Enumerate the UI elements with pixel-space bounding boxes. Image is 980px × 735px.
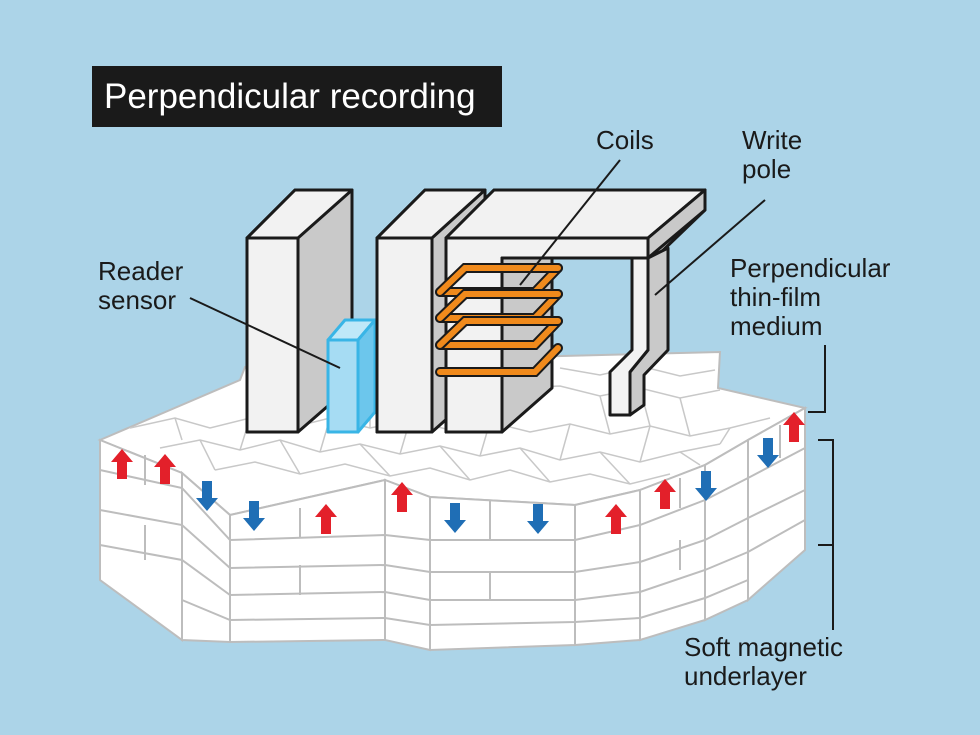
down-arrow [196,481,218,511]
up-arrow [154,454,176,484]
up-arrow [111,449,133,479]
label-reader-sensor-line-2: sensor [98,285,177,315]
write-pole-leader [654,199,766,296]
label-underlayer-line-1: Soft magnetic [684,632,843,662]
label-coils-line-1: Coils [596,125,654,155]
label-medium-line-2: thin-film [730,282,822,312]
up-arrow [605,504,627,534]
head-assembly [245,188,707,434]
label-medium: Perpendicular thin-film medium [730,254,890,341]
label-reader-sensor: Reader sensor [98,257,183,315]
medium-bracket [808,345,826,413]
up-arrow [783,412,805,442]
label-coils: Coils [596,126,654,155]
up-arrow [654,479,676,509]
up-arrow [391,482,413,512]
down-arrow [444,503,466,533]
up-arrow [315,504,337,534]
down-arrow [695,471,717,501]
down-arrow [243,501,265,531]
left-shield [245,188,354,434]
down-arrow [527,504,549,534]
coils [435,263,563,377]
label-write-pole-line-1: Write [742,125,803,155]
coils-leader [519,159,621,286]
diagram-title: Perpendicular recording [92,66,502,127]
label-reader-sensor-line-1: Reader [98,256,184,286]
label-underlayer: Soft magnetic underlayer [684,633,843,691]
label-medium-line-3: medium [730,311,823,341]
label-write-pole: Write pole [742,126,802,184]
reader-sensor-leader [189,297,341,369]
underlayer-bracket [818,439,834,630]
write-pole [608,246,670,417]
down-arrow [757,438,779,468]
leader-lines [189,159,834,630]
label-underlayer-line-2: underlayer [684,661,807,691]
label-medium-line-1: Perpendicular [730,253,891,283]
layer-lines [99,425,806,627]
magnetization-arrows [111,412,805,534]
write-yoke [444,188,707,434]
reader-sensor [326,318,377,434]
label-write-pole-line-2: pole [742,154,792,184]
